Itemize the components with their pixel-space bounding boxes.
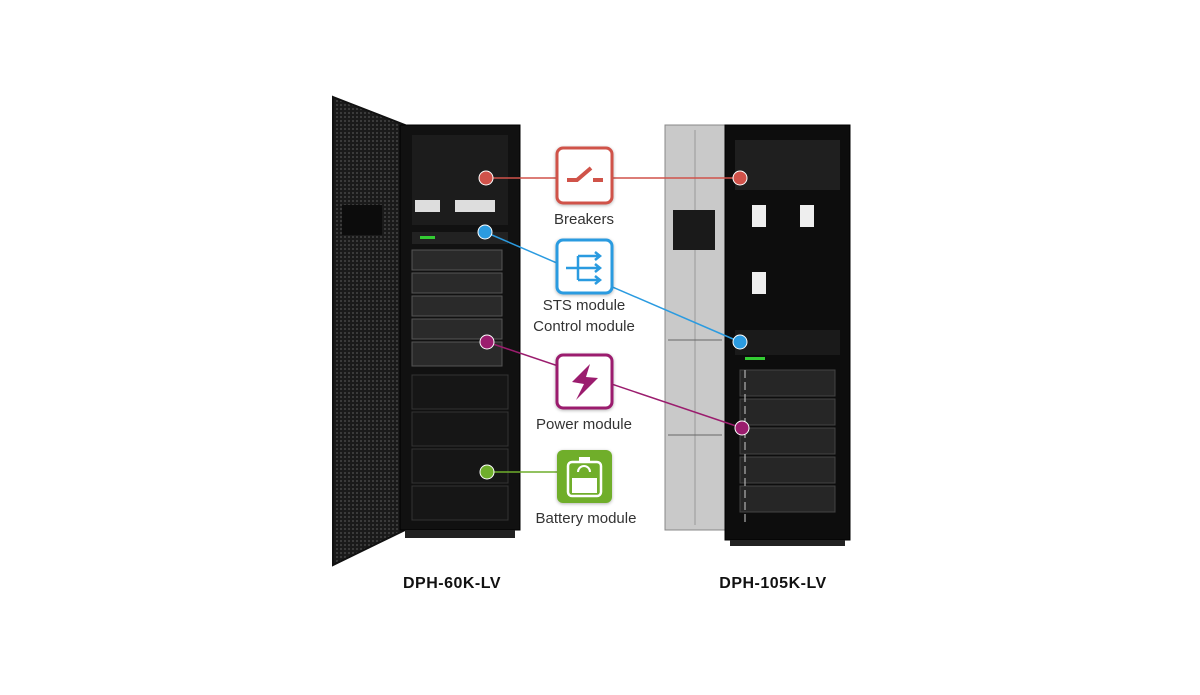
transfer-switch-icon [555,238,614,295]
breaker-switch-icon [555,146,614,205]
connector-dots [477,170,750,480]
model-label-left: DPH-60K-LV [403,575,501,592]
power-module-slots [739,369,836,513]
model-label-right: DPH-105K-LV [719,575,826,592]
callout-label-control: Control module [533,318,635,335]
battery-module-slots [411,374,509,521]
door-handle-panel [342,205,382,235]
callout-label-sts: STS module [543,297,626,314]
cabinet-dph-60k-lv [332,95,521,567]
lightning-bolt-icon [555,353,614,410]
callout-label-power: Power module [536,416,632,433]
open-door [332,95,406,567]
power-module-slots [411,249,503,367]
battery-icon [557,450,612,503]
cabinet-dph-105k-lv [664,124,851,546]
callout-label-breakers: Breakers [554,211,614,228]
callout-label-battery: Battery module [536,510,637,527]
